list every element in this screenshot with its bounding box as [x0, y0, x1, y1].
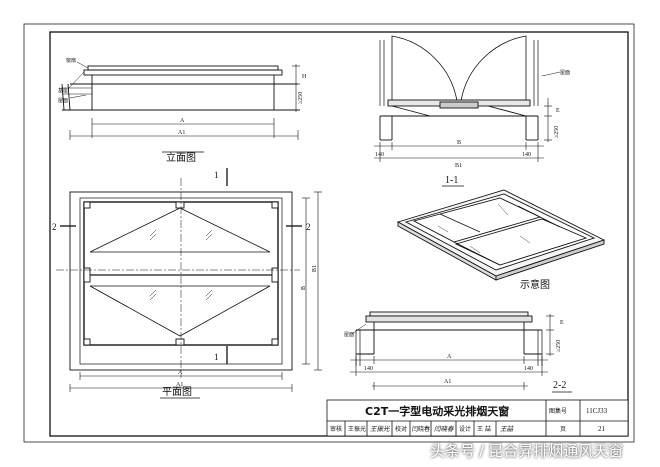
- watermark-account: 昆合昇排烟通风天窗: [488, 442, 624, 460]
- dim-a-2-2: A: [447, 354, 452, 360]
- dim-140-left-1-1: 140: [375, 152, 384, 158]
- outer-border: [23, 23, 635, 443]
- dim-curb-elevation: ≥250: [298, 92, 304, 104]
- watermark-platform: 头条号: [430, 442, 476, 460]
- dim-b1-1-1: B1: [455, 163, 462, 169]
- dim-b1-plan: B1: [312, 265, 318, 272]
- label-base-frame: 基座: [58, 87, 68, 94]
- dim-a1-2-2: A1: [444, 379, 451, 385]
- title-section-1-1: 1-1: [445, 175, 458, 186]
- label-window-sash: 窗扇: [66, 57, 76, 64]
- checker-name: 闫晓春: [412, 425, 430, 433]
- dim-140-left-2-2: 140: [364, 366, 373, 372]
- title-plan-view: 平面图: [162, 386, 192, 398]
- page-number: 21: [598, 425, 606, 433]
- label-parapet-2-2: 屋面: [344, 332, 354, 338]
- plan-view: [56, 168, 322, 399]
- label-parapet-1-1: 屋面: [560, 70, 570, 76]
- section-mark-left: 2: [52, 222, 57, 232]
- dim-a-elevation: A: [180, 118, 185, 124]
- reviewer-name: 王振光: [348, 425, 366, 433]
- dim-a1-elevation: A1: [178, 130, 185, 136]
- designer-signature: 王喆: [500, 425, 515, 433]
- reviewer-signature: 王振光: [370, 425, 390, 433]
- dim-b-plan: B: [301, 286, 307, 290]
- check-label: 校对: [395, 425, 407, 433]
- drawing-title: C2T一字型电动采光排烟天窗: [365, 404, 509, 418]
- section-mark-bottom: 1: [214, 352, 219, 362]
- dim-140-right-1-1: 140: [522, 152, 531, 158]
- section-1-1: [374, 35, 561, 187]
- dim-curb-2-2: ≥250: [556, 340, 562, 352]
- review-label: 审核: [330, 425, 342, 433]
- dim-height: H: [302, 74, 307, 80]
- section-mark-top: 1: [214, 170, 219, 180]
- dim-e-1-1: E: [556, 108, 560, 114]
- section-2-2: [350, 311, 572, 393]
- watermark-separator: /: [479, 442, 485, 460]
- title-block: [326, 399, 629, 437]
- dim-curb-1-1: ≥250: [554, 126, 560, 138]
- elevation-view: [61, 61, 300, 153]
- design-label: 设计: [459, 425, 471, 433]
- checker-signature: 闫晓春: [434, 425, 455, 433]
- label-parapet: 屋面: [58, 98, 68, 104]
- dim-140-right-2-2: 140: [524, 366, 533, 372]
- page-label: 页: [560, 426, 566, 433]
- title-isometric-view: 示意图: [520, 278, 550, 291]
- dim-e-2-2: E: [560, 320, 564, 326]
- title-section-2-2: 2-2: [553, 380, 566, 391]
- section-mark-right: 2: [306, 222, 311, 232]
- dim-a-plan: A: [178, 370, 183, 376]
- set-label: 图集号: [549, 407, 567, 415]
- designer-name: 王 喆: [477, 425, 491, 433]
- title-elevation-view: 立面图: [166, 151, 196, 164]
- isometric-view: [396, 189, 606, 281]
- watermark: 头条号/昆合昇排烟通风天窗: [430, 438, 655, 464]
- set-number: 11CJ33: [586, 407, 608, 415]
- dim-b-1-1: B: [457, 140, 461, 146]
- dim-a1-plan: A1: [176, 382, 183, 388]
